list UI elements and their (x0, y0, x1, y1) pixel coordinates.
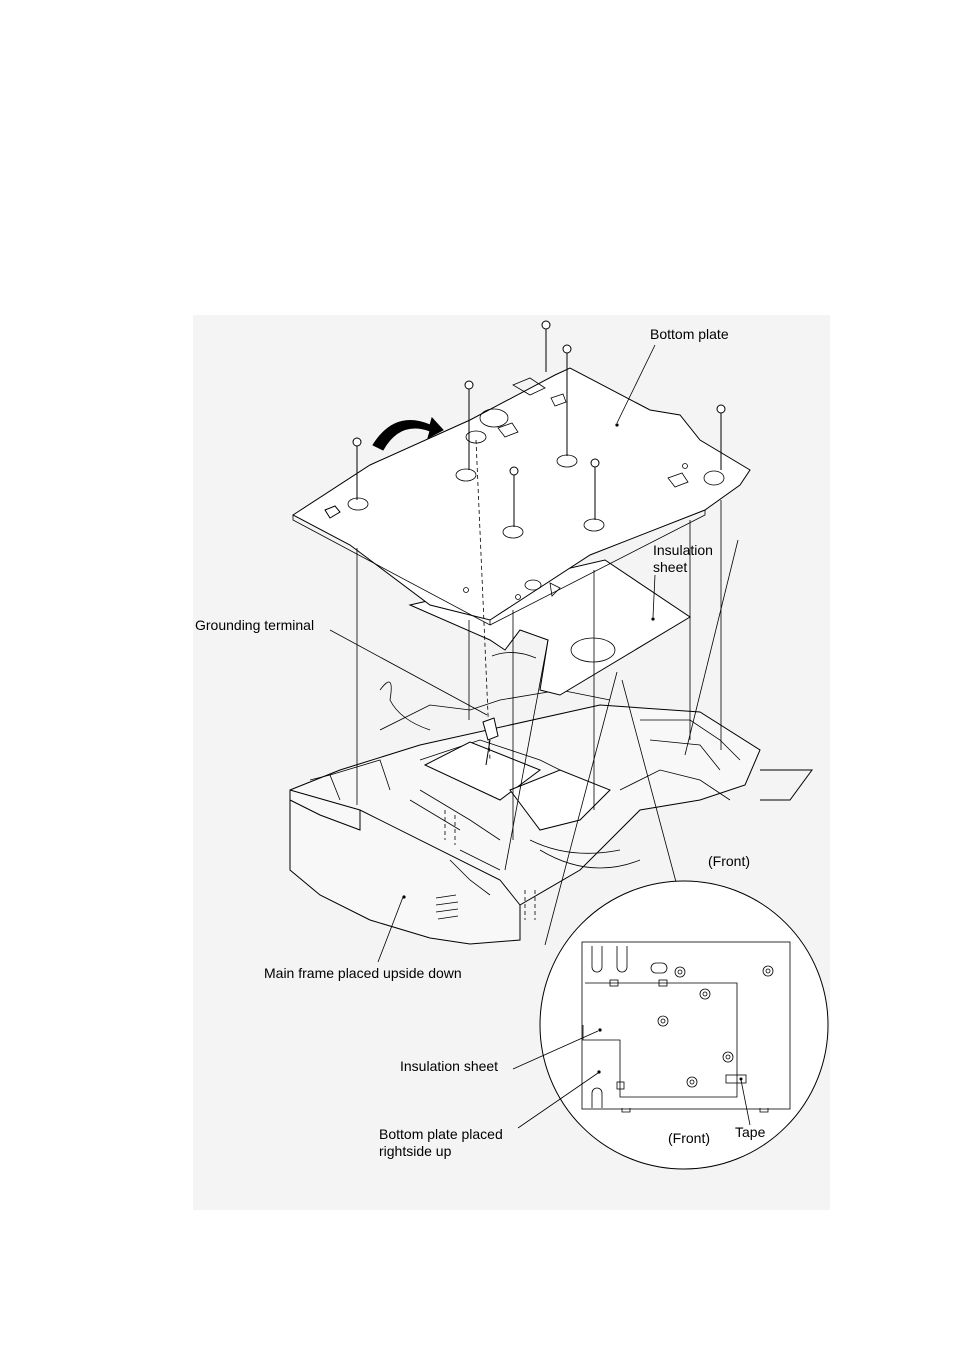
screws (352, 320, 726, 527)
grounding-terminal (482, 717, 499, 766)
tape (725, 1074, 747, 1084)
label-front-main: (Front) (708, 853, 750, 869)
screw (562, 344, 572, 456)
leader-lines (329, 344, 656, 963)
label-bottom-plate: Bottom plate (650, 326, 729, 342)
magnifier-line (621, 679, 677, 883)
label-bottom-plate-detail-2: rightside up (379, 1143, 452, 1159)
label-main-frame: Main frame placed upside down (264, 965, 462, 981)
magnifier-line (544, 671, 618, 946)
screw (590, 458, 600, 520)
label-bottom-plate-detail: Bottom plate placed (379, 1126, 503, 1142)
screw (352, 437, 362, 500)
main-frame (289, 681, 813, 945)
label-insulation-sheet-detail: Insulation sheet (400, 1058, 498, 1074)
label-tape: Tape (735, 1124, 766, 1140)
label-insulation-sheet-top: Insulation (653, 542, 713, 558)
screw (509, 466, 519, 527)
label-front-detail: (Front) (668, 1130, 710, 1146)
leader-dots (402, 423, 655, 1074)
bottom-plate (292, 367, 751, 626)
detail-inset (512, 880, 829, 1170)
screw (541, 320, 551, 372)
assembly-lines (356, 439, 739, 871)
label-insulation-sheet-top-2: sheet (653, 559, 687, 575)
screw (464, 380, 474, 470)
screw (716, 404, 726, 470)
label-grounding-terminal: Grounding terminal (195, 617, 314, 633)
flip-arrow-icon (372, 417, 444, 451)
